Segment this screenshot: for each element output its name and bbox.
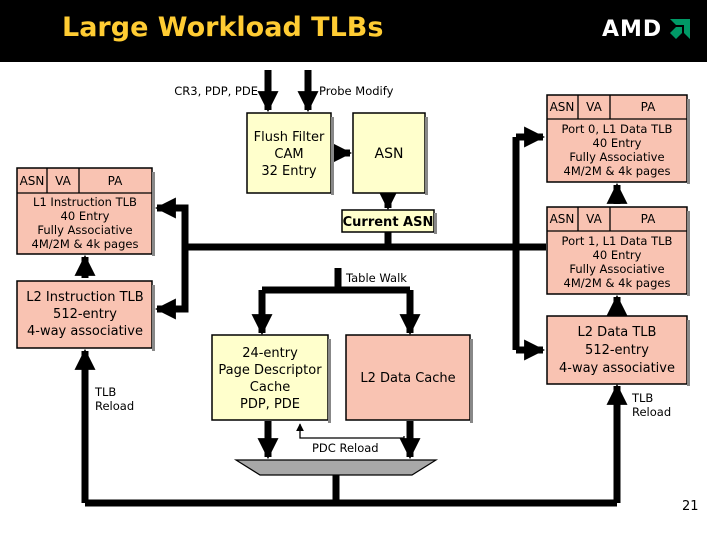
port1-line-2: Fully Associative bbox=[569, 262, 664, 276]
l1-itlb-header-asn: ASN bbox=[20, 174, 45, 188]
flush-filter-line-2: 32 Entry bbox=[261, 164, 317, 179]
asn-box: ASN bbox=[352, 112, 428, 195]
l1-itlb-line-1: 40 Entry bbox=[61, 209, 110, 223]
port1-l1-data-tlb: ASN VA PA Port 1, L1 Data TLB 40 Entry F… bbox=[546, 206, 690, 296]
port0-header-pa: PA bbox=[641, 100, 656, 114]
l2-dtlb-line-0: L2 Data TLB bbox=[578, 325, 657, 340]
connectors bbox=[74, 70, 628, 507]
l2-data-cache-label: L2 Data Cache bbox=[360, 371, 455, 386]
l2-dtlb-line-1: 512-entry bbox=[585, 343, 649, 358]
current-asn-label: Current ASN bbox=[343, 215, 434, 230]
pdc-line-2: Cache bbox=[250, 380, 290, 395]
title-bar: Large Workload TLBs AMD bbox=[0, 0, 707, 62]
port0-line-1: 40 Entry bbox=[593, 136, 642, 150]
amd-logo: AMD bbox=[602, 17, 690, 43]
l1-instruction-tlb: ASN VA PA L1 Instruction TLB 40 Entry Fu… bbox=[16, 167, 155, 256]
l2-data-cache: L2 Data Cache bbox=[345, 334, 473, 423]
port0-line-3: 4M/2M & 4k pages bbox=[564, 164, 671, 178]
pdc-reload-label: PDC Reload bbox=[312, 441, 379, 455]
asn-label: ASN bbox=[375, 146, 404, 162]
port1-header-asn: ASN bbox=[550, 212, 575, 226]
port0-l1-data-tlb: ASN VA PA Port 0, L1 Data TLB 40 Entry F… bbox=[546, 94, 690, 184]
bus-to-l2-itlb-arrow bbox=[154, 247, 189, 320]
tlb-reload-right-line-0: TLB bbox=[631, 391, 653, 405]
page-number: 21 bbox=[682, 499, 699, 514]
pdc-line-3: PDP, PDE bbox=[240, 397, 300, 412]
tlb-reload-left-line-1: Reload bbox=[95, 399, 134, 413]
port1-line-3: 4M/2M & 4k pages bbox=[564, 276, 671, 290]
l1-itlb-line-0: L1 Instruction TLB bbox=[33, 195, 137, 209]
l1-itlb-line-2: Fully Associative bbox=[37, 223, 132, 237]
bus-to-l1-itlb-arrow bbox=[154, 197, 189, 247]
logo-text: AMD bbox=[602, 17, 663, 42]
flush-filter-cam: Flush Filter CAM 32 Entry bbox=[246, 112, 334, 195]
port1-header-pa: PA bbox=[641, 212, 656, 226]
l1-itlb-line-3: 4M/2M & 4k pages bbox=[32, 237, 139, 251]
pdc-line-0: 24-entry bbox=[242, 346, 298, 361]
input-label-right: Probe Modify bbox=[319, 84, 394, 98]
l2-itlb-line-1: 512-entry bbox=[53, 307, 117, 322]
port0-header-asn: ASN bbox=[550, 100, 575, 114]
input-label-left: CR3, PDP, PDE bbox=[174, 84, 258, 98]
slide-title: Large Workload TLBs bbox=[62, 12, 384, 43]
mux bbox=[233, 459, 439, 476]
l2-itlb-line-0: L2 Instruction TLB bbox=[26, 290, 143, 305]
table-walk-label: Table Walk bbox=[345, 271, 407, 285]
l2-itlb-line-2: 4-way associative bbox=[27, 324, 143, 339]
tlb-reload-left-line-0: TLB bbox=[94, 385, 116, 399]
amd-arrow-icon bbox=[670, 19, 690, 39]
flush-filter-line-0: Flush Filter bbox=[254, 130, 325, 145]
tlb-reload-right-line-1: Reload bbox=[632, 405, 671, 419]
port0-line-2: Fully Associative bbox=[569, 150, 664, 164]
l2-instruction-tlb: L2 Instruction TLB 512-entry 4-way assoc… bbox=[16, 280, 155, 351]
port1-line-1: 40 Entry bbox=[593, 248, 642, 262]
port0-line-0: Port 0, L1 Data TLB bbox=[562, 122, 673, 136]
current-asn-box: Current ASN bbox=[341, 209, 437, 234]
pdc-line-1: Page Descriptor bbox=[218, 363, 322, 378]
l2-dtlb-line-2: 4-way associative bbox=[559, 361, 675, 376]
l1-itlb-header-pa: PA bbox=[108, 174, 123, 188]
port0-header-va: VA bbox=[586, 100, 602, 114]
page-descriptor-cache: 24-entry Page Descriptor Cache PDP, PDE bbox=[211, 334, 331, 423]
flush-filter-line-1: CAM bbox=[274, 147, 303, 162]
pdc-reload-arrow bbox=[296, 423, 405, 439]
l2-data-tlb: L2 Data TLB 512-entry 4-way associative bbox=[546, 315, 690, 386]
port1-header-va: VA bbox=[586, 212, 602, 226]
l1-itlb-header-va: VA bbox=[55, 174, 71, 188]
port1-line-0: Port 1, L1 Data TLB bbox=[562, 234, 673, 248]
